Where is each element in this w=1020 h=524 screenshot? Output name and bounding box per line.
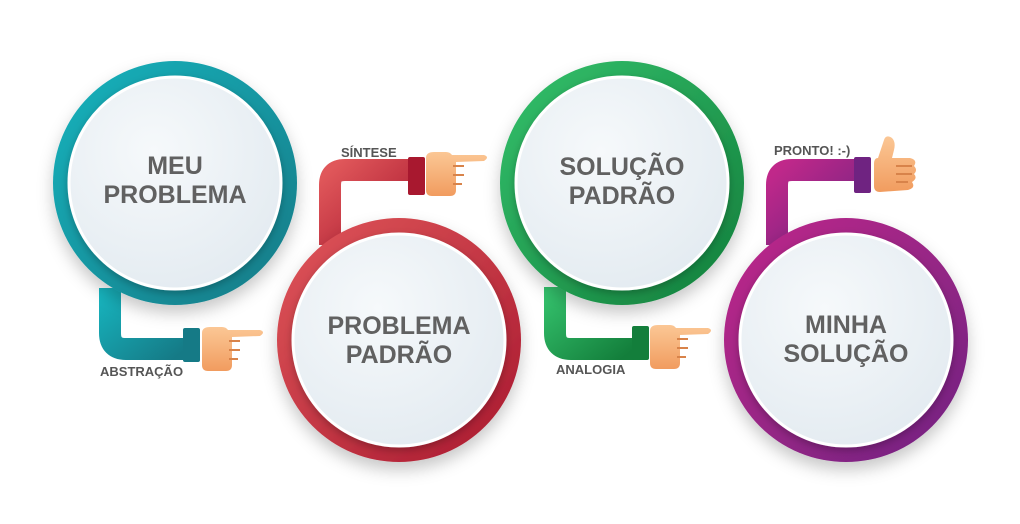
node-label-line2: PADRÃO: [569, 180, 675, 210]
node-minha-solucao: MINHA SOLUÇÃO: [724, 218, 968, 462]
connector-abstracao: [99, 288, 200, 362]
node-problema-padrao: PROBLEMA PADRÃO: [277, 218, 521, 462]
pointing-hand-icon: [650, 325, 711, 369]
cuff-analogia: [632, 326, 649, 360]
node-label-line2: PROBLEMA: [103, 181, 246, 209]
thumbs-up-hand-icon: [874, 136, 916, 192]
node-label-line1: MEU: [147, 152, 203, 180]
step-label-analogia: ANALOGIA: [556, 362, 626, 377]
node-label-line2: SOLUÇÃO: [784, 338, 909, 368]
connector-sintese: [319, 157, 425, 245]
node-meu-problema: MEU PROBLEMA: [53, 61, 297, 305]
step-label-abstracao: ABSTRAÇÃO: [100, 364, 183, 379]
node-label-line1: PROBLEMA: [327, 312, 470, 340]
pointing-hand-icon: [202, 327, 263, 371]
step-label-sintese: SÍNTESE: [341, 145, 397, 160]
node-label-line2: PADRÃO: [346, 339, 452, 369]
pointing-hand-icon: [426, 152, 487, 196]
cuff-pronto: [854, 157, 871, 193]
cuff-abstracao: [183, 328, 200, 362]
node-label-line1: MINHA: [805, 311, 887, 339]
node-solucao-padrao: SOLUÇÃO PADRÃO: [500, 61, 744, 305]
step-label-pronto: PRONTO! :-): [774, 143, 850, 158]
node-label-line1: SOLUÇÃO: [560, 151, 685, 181]
connector-analogia: [544, 287, 649, 360]
cuff-sintese: [408, 157, 425, 195]
connector-pronto: [766, 157, 871, 245]
